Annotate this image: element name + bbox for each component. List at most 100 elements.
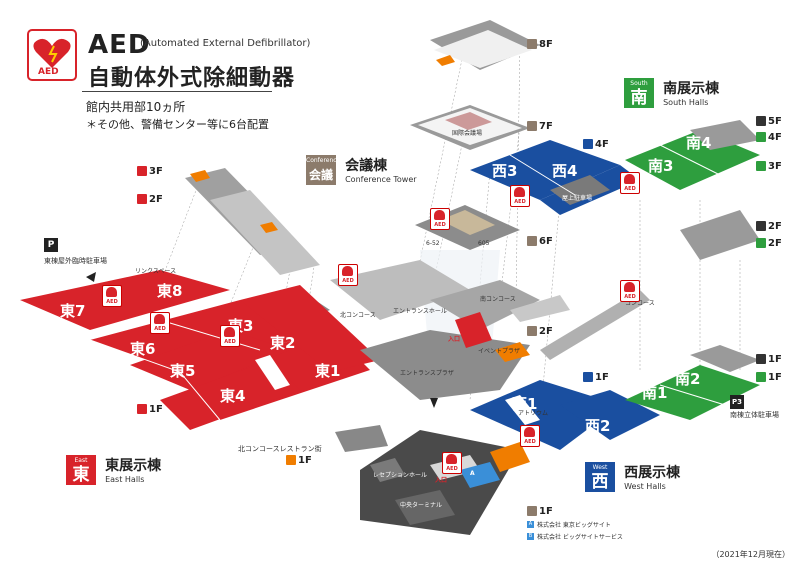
revision-date: （2021年12月現在） [711, 550, 790, 559]
floor-label: 4F [595, 138, 609, 150]
restaurant-floor [335, 425, 388, 452]
floor-tag: 1F [286, 454, 312, 466]
south-concourse-walkway [540, 290, 650, 360]
aed-logo-label: AED [38, 67, 59, 77]
east-hall-en: East Halls [105, 475, 145, 484]
aed-location-icon: AED [102, 285, 122, 307]
floor-tag: 3F [137, 165, 163, 177]
parking-p3-icon: P3 [730, 395, 744, 409]
east-hall-jp: 東展示棟 [105, 458, 162, 474]
hall-number: 東1 [315, 362, 341, 380]
arrow-icons [86, 272, 438, 408]
entrance-hall-red [455, 312, 492, 348]
conf-8f-orange [436, 55, 455, 66]
floor-label: 5F [768, 115, 782, 127]
aed-subtitle: (Automated External Defibrillator) [140, 38, 311, 49]
west-hall-label: West 西 西展示棟 West Halls [585, 462, 680, 492]
hall-number: 東6 [130, 340, 156, 358]
aed-logo-icon [27, 29, 77, 81]
aed-location-icon: AED [338, 264, 358, 286]
floor-tag: 2F [756, 220, 782, 232]
west-hall-1-2 [470, 380, 620, 450]
aed-title: AED [88, 30, 151, 60]
conference-badge-char: 会議 [308, 168, 333, 182]
central-terminal-floor [395, 490, 455, 525]
floor-label: 1F [539, 505, 553, 517]
conference-badge-en: Conference [306, 157, 341, 164]
east-hall-badge: East 東 [66, 455, 96, 485]
floor-tag: 4F [756, 131, 782, 143]
floor-tag: 2F [756, 237, 782, 249]
arrow-icon [430, 398, 438, 408]
conference-badge: Conference 会議 [306, 155, 341, 185]
south-floor-icon [756, 372, 766, 382]
floor-tag: 2F [137, 193, 163, 205]
south-1f-annex [690, 345, 760, 372]
dark-floor-icon [756, 221, 766, 231]
conference-en: Conference Tower [345, 175, 417, 184]
hall-number: 西1 [512, 395, 538, 413]
floor-label: 2F [768, 220, 782, 232]
link-space-label: リンクスペース [135, 268, 177, 275]
east-badge-en: East [74, 457, 88, 464]
south-1f-divider [659, 384, 726, 406]
aed-location-icon: AED [620, 172, 640, 194]
east-2f-walkway [210, 190, 320, 275]
rooftop-parking-label: 屋上駐車場 [562, 195, 593, 202]
room-a-label: A [470, 470, 475, 477]
conf-6f-rooms [440, 210, 495, 235]
entrance-b-label: 入口 [435, 477, 448, 484]
conf-floor-icon [527, 121, 537, 131]
restaurant-label: 北コンコースレストラン街 [238, 445, 322, 453]
floor-label: 1F [595, 371, 609, 383]
east-floor-icon [137, 194, 147, 204]
floor-label: 8F [539, 38, 553, 50]
hall-number: 東7 [60, 302, 86, 320]
hall-number: 東2 [270, 334, 296, 352]
west-hall-3 [470, 140, 620, 200]
floor-label: 2F [149, 193, 163, 205]
east-hall-divider-2 [159, 319, 261, 351]
south-parking-label: 南棟立体駐車場 [730, 411, 779, 419]
floor-tag: 1F [527, 505, 553, 517]
hall-number: 南4 [686, 134, 712, 152]
room-label: 605 [478, 240, 490, 247]
east-hall-1 [240, 285, 380, 372]
aed-location-icon: AED [150, 312, 170, 334]
east-floor-icon [137, 404, 147, 414]
floor-label: 3F [149, 165, 163, 177]
dark-floor-icon [756, 116, 766, 126]
aed-location-icon: AED [520, 425, 540, 447]
south-hall-jp: 南展示棟 [663, 81, 720, 97]
hall-number: 東4 [220, 387, 246, 405]
atrium-floor [505, 395, 540, 425]
atrium-label: アトリウム [518, 410, 549, 417]
entrance-hall-label: エントランスホール [393, 308, 447, 315]
west-hall-en: West Halls [624, 482, 666, 491]
legend-text: 株式会社 ビッグサイトサービス [537, 534, 623, 541]
hall-number: 東5 [170, 362, 196, 380]
floor-label: 1F [768, 353, 782, 365]
legend-key: B [527, 533, 534, 540]
conf-1f-orange [490, 442, 530, 472]
west-4f-divider [509, 154, 576, 196]
hall-number: 西2 [585, 417, 611, 435]
hall-number: 南2 [675, 370, 701, 388]
north-concourse-floor [330, 260, 470, 320]
room-a-area [460, 462, 500, 488]
aed-count: 館内共用部10ヵ所 [86, 100, 186, 114]
south-floor-icon [756, 238, 766, 248]
floor-tag: 8F [527, 38, 553, 50]
east-parking-label: 東棟屋外臨時駐車場 [44, 257, 107, 265]
conf-floor-icon [527, 39, 537, 49]
conf-1f-floor [360, 430, 520, 535]
page-title: 自動体外式除細動器 [88, 66, 296, 91]
west-badge-char: 西 [591, 472, 609, 492]
legend-key: A [527, 521, 534, 528]
floor-label: 4F [768, 131, 782, 143]
floor-tag: 1F [756, 353, 782, 365]
